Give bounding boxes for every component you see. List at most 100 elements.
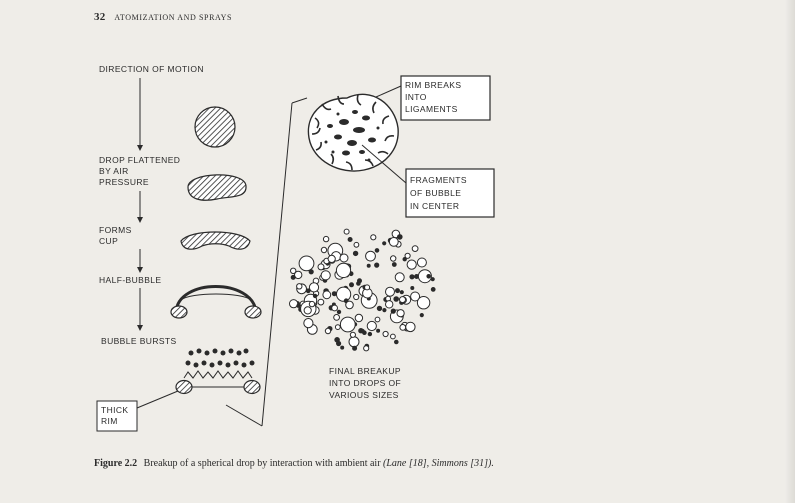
droplet: [392, 263, 396, 267]
half-bubble-label: HALF-BUBBLE: [99, 275, 162, 285]
fragments-label-line1: FRAGMENTS: [410, 175, 467, 185]
rim-breaks-label-line3: LIGAMENTS: [405, 104, 458, 114]
droplet: [427, 275, 431, 279]
droplet: [368, 332, 371, 335]
forms-cup-label-line2: CUP: [99, 236, 118, 246]
droplet: [420, 314, 423, 317]
droplet: [400, 291, 403, 294]
bubble-burst-icon: [176, 349, 260, 394]
caption-references: (Lane [18], Simmons [31]).: [383, 458, 494, 469]
thick-rim-label-line2: RIM: [101, 416, 118, 426]
droplet: [400, 297, 406, 303]
droplet: [291, 275, 295, 279]
thick-rim-right: [244, 381, 260, 394]
droplet: [348, 238, 352, 242]
droplet: [337, 310, 340, 313]
spherical-drop-icon: [195, 107, 235, 147]
droplet: [340, 254, 348, 262]
droplet: [323, 291, 331, 299]
droplet: [304, 319, 313, 328]
droplet: [386, 287, 395, 296]
figure-number: Figure 2.2: [94, 458, 137, 469]
droplet: [350, 332, 355, 337]
droplet: [335, 325, 340, 330]
droplet: [396, 289, 400, 293]
caption-text: Breakup of a spherical drop by interacti…: [144, 458, 381, 469]
final-breakup-label-line1: FINAL BREAKUP: [329, 366, 401, 376]
half-bubble-icon: [171, 287, 261, 319]
droplet: [341, 346, 344, 349]
droplet: [431, 288, 435, 292]
cup-shape-icon: [181, 232, 250, 249]
droplet: [377, 329, 380, 332]
droplet: [297, 284, 302, 289]
droplet: [361, 329, 364, 332]
droplet: [391, 334, 396, 339]
figure-caption: Figure 2.2 Breakup of a spherical drop b…: [94, 458, 794, 469]
droplet: [321, 271, 330, 280]
thick-rim-leader: [137, 391, 178, 408]
drop-flattened-label-line2: BY AIR: [99, 166, 129, 176]
fragments-label-line3: IN CENTER: [410, 201, 459, 211]
droplet: [334, 315, 340, 321]
droplet: [309, 301, 314, 306]
droplet: [297, 304, 300, 307]
droplet: [344, 229, 349, 234]
droplet: [383, 242, 386, 245]
droplet: [375, 249, 379, 253]
burst-fragments: [186, 349, 255, 368]
droplet: [395, 340, 399, 344]
droplet: [355, 314, 362, 321]
droplet: [410, 275, 414, 279]
rim-breaks-label-line1: RIM BREAKS: [405, 80, 461, 90]
droplet: [389, 238, 398, 247]
droplet: [354, 242, 359, 247]
droplet: [383, 309, 386, 312]
droplet: [367, 321, 376, 330]
droplet: [332, 292, 336, 296]
droplet: [354, 294, 359, 299]
rim-breaks-leader: [376, 86, 401, 97]
thick-rim-label-line1: THICK: [101, 405, 129, 415]
rim-breaks-label-line2: INTO: [405, 92, 427, 102]
droplet: [367, 264, 370, 267]
final-breakup-label-line2: INTO DROPS OF: [329, 378, 401, 388]
droplet: [332, 305, 338, 311]
droplet: [412, 246, 418, 252]
droplet: [386, 301, 393, 308]
final-breakup-label-line3: VARIOUS SIZES: [329, 390, 399, 400]
droplet: [313, 294, 316, 297]
droplet: [417, 297, 429, 309]
droplet: [323, 236, 328, 241]
fragments-label-line2: OF BUBBLE: [410, 188, 461, 198]
final-droplet-cloud: [290, 229, 436, 351]
droplet: [400, 325, 406, 331]
droplet: [335, 338, 340, 343]
droplet: [397, 310, 404, 317]
droplet: [383, 331, 388, 336]
thick-rim-left: [176, 381, 192, 394]
droplet: [291, 268, 296, 273]
droplet: [398, 235, 403, 240]
droplet: [365, 285, 370, 290]
droplet: [406, 322, 415, 331]
bubble-bursts-label: BUBBLE BURSTS: [101, 336, 177, 346]
droplet: [411, 287, 414, 290]
droplet: [431, 278, 434, 281]
zoom-lines: [226, 98, 307, 426]
droplet: [309, 283, 318, 292]
droplet: [337, 287, 351, 301]
droplet: [321, 247, 326, 252]
droplet: [375, 317, 380, 322]
droplet: [346, 301, 354, 309]
droplet: [395, 273, 404, 282]
droplet: [366, 251, 376, 261]
forms-cup-label-line1: FORMS: [99, 225, 132, 235]
droplet: [364, 346, 369, 351]
droplet: [375, 263, 379, 267]
droplet: [391, 309, 395, 313]
drop-flattened-label-line1: DROP FLATTENED: [99, 155, 180, 165]
droplet: [353, 251, 357, 255]
